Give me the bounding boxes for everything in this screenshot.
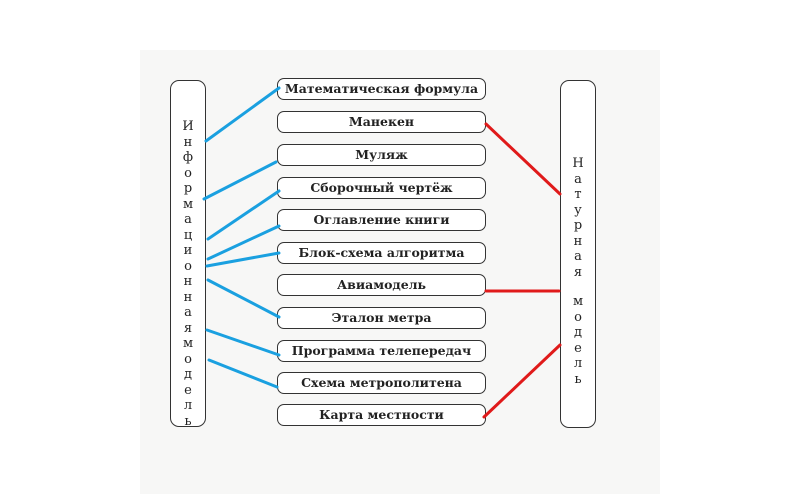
item-tv-schedule: Программа телепередач <box>277 340 486 362</box>
link-assembly-drawing <box>206 189 281 241</box>
label-letter: о <box>574 309 582 325</box>
label-letter: Н <box>572 156 584 171</box>
label-letter: е <box>184 382 192 398</box>
label-letter: я <box>573 264 583 280</box>
item-assembly-drawing: Сборочный чертёж <box>277 177 486 199</box>
label-letter: р <box>573 218 583 233</box>
label-letter: т <box>574 187 582 202</box>
label-letter: а <box>184 212 192 227</box>
label-letter: н <box>183 134 193 150</box>
label-letter: о <box>184 351 192 367</box>
label-letter: м <box>182 196 194 212</box>
link-dummy <box>202 160 278 201</box>
item-mannequin: Манекен <box>277 111 486 133</box>
label-letter: я <box>183 320 193 336</box>
label-letter: а <box>574 171 582 187</box>
label-letter: л <box>183 398 193 413</box>
label-letter: ь <box>184 413 192 429</box>
item-math-formula: Математическая формула <box>277 78 486 100</box>
link-math-formula <box>204 86 281 143</box>
link-flowchart <box>205 251 281 268</box>
link-tv-schedule <box>205 328 281 357</box>
label-letter: у <box>574 202 582 218</box>
label-letter: а <box>574 249 582 264</box>
label-letter: ф <box>182 150 194 165</box>
label-letter: д <box>573 325 582 340</box>
link-metro-map <box>207 358 279 389</box>
item-meter-standard: Эталон метра <box>277 307 486 329</box>
item-dummy: Муляж <box>277 144 486 166</box>
item-flowchart: Блок-схема алгоритма <box>277 242 486 264</box>
label-letter: ц <box>183 227 193 243</box>
item-metro-map: Схема метрополитена <box>277 372 486 394</box>
link-terrain-map <box>482 343 562 419</box>
label-letter: и <box>183 243 193 258</box>
label-letter: р <box>183 181 193 196</box>
item-terrain-map: Карта местности <box>277 404 486 426</box>
label-letter: е <box>574 340 582 356</box>
label-letter: д <box>183 367 192 382</box>
link-mannequin <box>484 122 562 196</box>
item-table-of-contents: Оглавление книги <box>277 209 486 231</box>
label-letter: н <box>573 233 583 249</box>
label-letter: И <box>182 119 194 134</box>
label-letter: м <box>572 294 584 309</box>
label-letter: а <box>184 305 192 320</box>
label-letter: н <box>183 289 193 305</box>
label-letter: о <box>184 258 192 274</box>
label-letter: ь <box>574 371 582 387</box>
link-table-of-contents <box>206 224 281 261</box>
link-meter-standard <box>206 278 281 319</box>
label-letter: н <box>183 274 193 289</box>
label-letter: м <box>182 336 194 351</box>
label-letter: о <box>184 165 192 181</box>
item-aircraft-model: Авиамодель <box>277 274 486 296</box>
label-letter: л <box>573 356 583 371</box>
